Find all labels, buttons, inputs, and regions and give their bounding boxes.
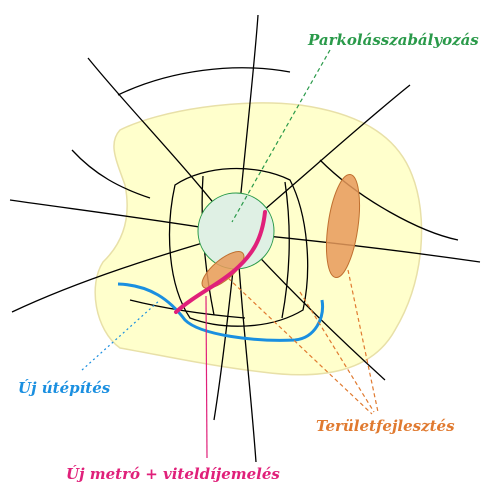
street-inner-east bbox=[281, 181, 290, 319]
development-area-east bbox=[325, 173, 361, 279]
development-leader-center bbox=[227, 277, 373, 415]
new-road-construction-label: Új útépítés bbox=[18, 379, 111, 397]
street-east-curve bbox=[319, 159, 459, 241]
development-leader-mid bbox=[299, 291, 375, 413]
street-north-curve bbox=[71, 149, 151, 199]
street-south-curve bbox=[129, 299, 246, 319]
development-leader-east bbox=[347, 269, 379, 413]
new-metro-toll-label: Új metró + viteldíjemelés bbox=[66, 465, 280, 483]
metro-leader-line bbox=[205, 295, 208, 459]
parking-leader-line bbox=[231, 49, 331, 223]
parking-regulation-label: Parkolásszabályozás bbox=[308, 31, 479, 49]
development-area-center bbox=[201, 251, 245, 289]
street-north-arc bbox=[117, 67, 291, 96]
new-metro-line bbox=[174, 210, 267, 314]
development-leader-lines bbox=[227, 269, 379, 415]
new-road-line bbox=[117, 282, 325, 342]
outer-ring-road bbox=[168, 167, 309, 327]
area-development-label: Területfejlesztés bbox=[316, 417, 455, 435]
